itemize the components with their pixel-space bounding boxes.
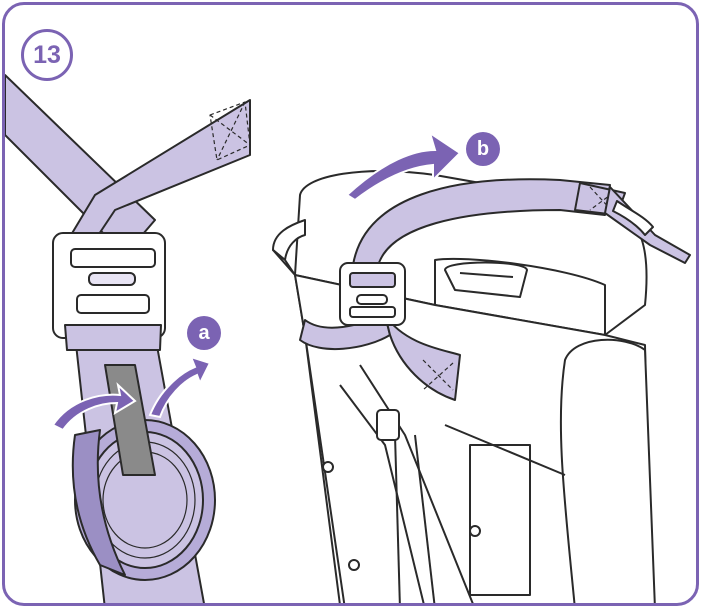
step-number-badge: 13 — [21, 29, 73, 81]
label-a-badge: a — [187, 316, 221, 350]
instruction-panel: 13 a b — [2, 2, 699, 606]
strap-buckle — [53, 233, 165, 350]
illustration — [5, 5, 699, 606]
car-seat — [273, 171, 655, 606]
label-b-badge: b — [466, 132, 500, 166]
